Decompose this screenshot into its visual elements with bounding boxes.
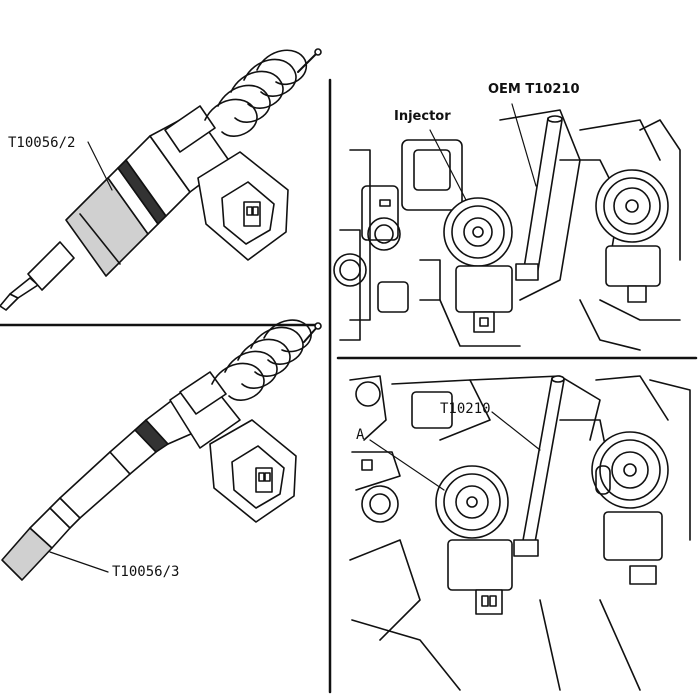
injector-drawing-bottom [1,319,322,581]
leader-a [369,439,445,491]
leader-t10056-2 [87,141,113,191]
leader-t10210 [491,411,541,451]
label-t10210: T10210 [440,401,491,417]
injector-drawing-top [0,48,322,311]
injector-top [443,197,513,267]
leader-t10056-3 [49,551,109,573]
leader-injector [429,129,467,201]
engine-detail-bottom [349,375,691,691]
tool-t10210-top [523,117,563,271]
tool-t10210-bottom [521,377,565,549]
label-t10056-3: T10056/3 [112,564,180,580]
injector-a [435,465,509,539]
adjacent-injector-bottom [591,431,669,509]
spring-bottom [211,319,312,401]
engine-detail-top [333,109,681,351]
label-injector: Injector [394,109,451,124]
leader-oem-t10210 [511,103,537,187]
spring-top [204,49,308,137]
label-t10056-2: T10056/2 [8,135,76,151]
adjacent-injector-top [595,169,669,243]
label-oem-t10210: OEM T10210 [488,82,580,97]
label-a: A [356,427,365,443]
